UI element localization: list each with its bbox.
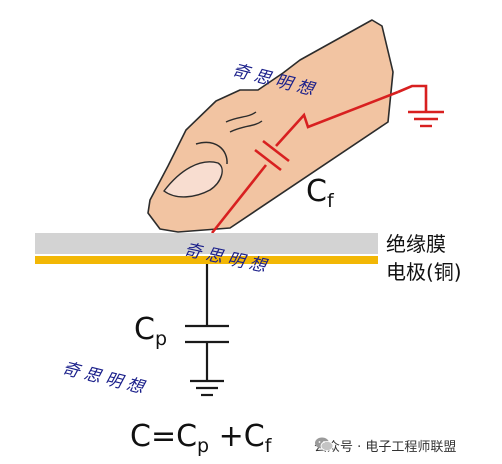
capacitance-formula: C=Cp +Cf [130,419,272,457]
ground-wire-finger [397,84,428,112]
cf-plate-2 [262,139,290,163]
nail-cuticle [195,141,228,165]
finger-nail [163,161,223,198]
insulating-film-layer [35,233,378,254]
insulating-film-label: 绝缘膜 [386,232,446,256]
electrode-label: 电极(铜) [386,260,462,284]
parasitic-capacitor-circuit [185,264,229,381]
ground-symbol-electrode [190,379,224,397]
cf-lead-lower [210,164,268,234]
knuckle-crease [225,111,263,133]
cf-lead-upper [275,90,399,147]
cf-plate-1 [254,148,282,172]
source-text: 公众号 · 电子工程师联盟 [314,440,457,455]
cf-label: Cf [306,174,334,212]
ground-symbol-finger [408,110,444,128]
finger-body [147,19,394,233]
cp-label: Cp [134,312,168,350]
finger-illustration [147,19,394,233]
wechat-icon [315,437,334,451]
finger-capacitor-circuit [210,90,399,234]
source-footer: 公众号 · 电子工程师联盟 [314,436,456,455]
electrode-layer [35,256,378,264]
